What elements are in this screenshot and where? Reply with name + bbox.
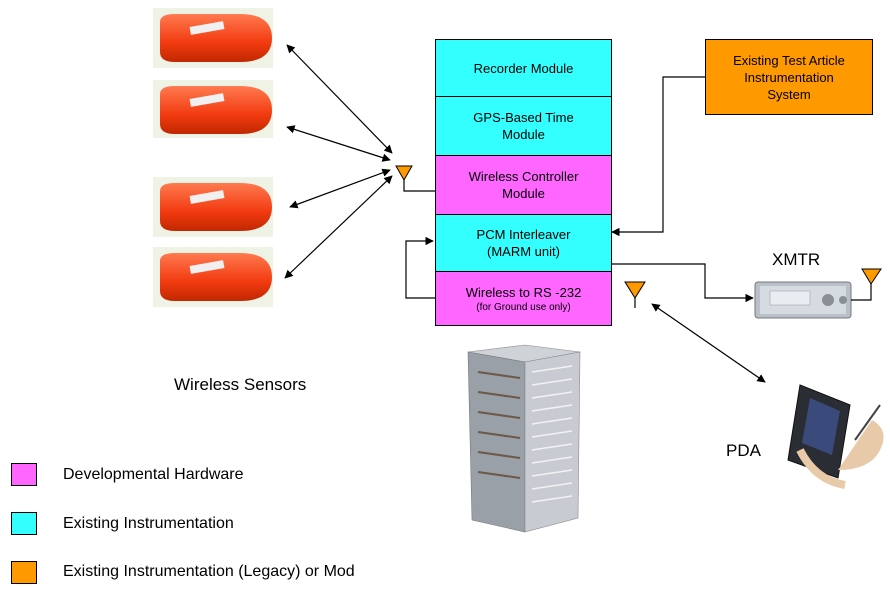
wireless-rs232-module: Wireless to RS -232 (for Ground use only… xyxy=(435,271,612,326)
wireless-sensor-1 xyxy=(153,8,273,68)
antenna-icon xyxy=(395,165,435,192)
xmtr-device xyxy=(754,281,872,319)
gps-time-module: GPS-Based Time Module xyxy=(435,96,612,156)
pda-label: PDA xyxy=(726,441,761,460)
gps-module-line1: GPS-Based Time xyxy=(473,110,574,125)
xmtr-label: XMTR xyxy=(772,250,821,269)
sensor-links xyxy=(284,44,393,279)
rs232-antenna-icon xyxy=(624,281,646,308)
pda-link xyxy=(651,303,766,383)
pcm-interleaver-line1: PCM Interleaver xyxy=(476,227,571,242)
wireless-sensors-label: Wireless Sensors xyxy=(174,375,307,394)
pda-device xyxy=(787,384,884,489)
existing-system-line1: Existing Test Article xyxy=(733,52,845,68)
wireless-sensor-2 xyxy=(153,80,273,138)
pcm-interleaver-line2: (MARM unit) xyxy=(487,244,560,259)
rs232-line2: (for Ground use only) xyxy=(476,301,571,313)
wireless-controller-line1: Wireless Controller xyxy=(468,169,579,184)
wireless-controller-module: Wireless Controller Module xyxy=(435,155,612,215)
wireless-sensor-4 xyxy=(153,247,273,307)
legend-label-legacy: Existing Instrumentation (Legacy) or Mod xyxy=(63,563,355,580)
legend-label-developmental: Developmental Hardware xyxy=(63,466,244,483)
recorder-module: Recorder Module xyxy=(435,39,612,97)
gps-module-line2: Module xyxy=(502,127,545,142)
rs232-pcm-loop xyxy=(405,236,435,299)
wireless-controller-line2: Module xyxy=(502,186,545,201)
legend-swatch-legacy xyxy=(11,561,37,584)
pcm-interleaver-module: PCM Interleaver (MARM unit) xyxy=(435,214,612,272)
recorder-module-label: Recorder Module xyxy=(473,60,574,76)
existing-to-pcm-arrow xyxy=(611,76,705,237)
wireless-sensor-3 xyxy=(153,177,273,237)
xmtr-antenna-icon xyxy=(861,268,882,285)
rack-unit-image xyxy=(467,344,581,533)
legend-swatch-developmental xyxy=(11,463,37,486)
legend-swatch-existing xyxy=(11,512,37,535)
rs232-line1: Wireless to RS -232 xyxy=(465,284,582,300)
pcm-to-xmtr-arrow xyxy=(612,263,754,303)
existing-system-line2: Instrumentation xyxy=(744,69,834,85)
legend-label-existing: Existing Instrumentation xyxy=(63,515,234,532)
existing-system-line3: System xyxy=(767,86,811,102)
existing-test-article-system: Existing Test Article Instrumentation Sy… xyxy=(705,39,873,115)
